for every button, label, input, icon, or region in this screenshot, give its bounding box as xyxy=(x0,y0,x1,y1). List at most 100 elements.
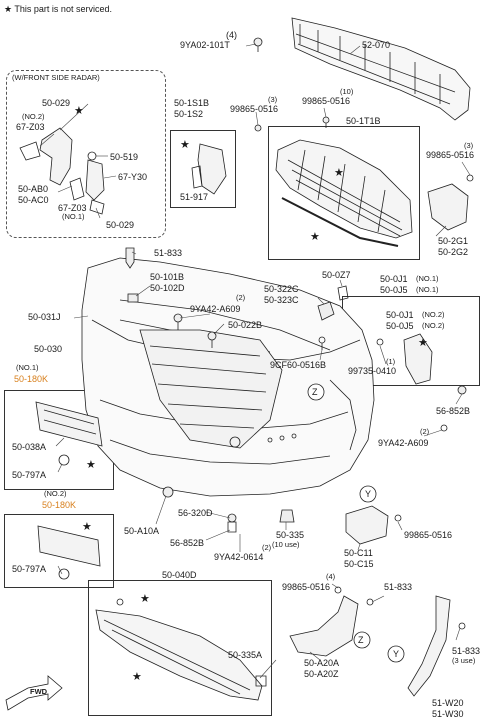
040d-box xyxy=(88,580,272,716)
license-bracket-no2 xyxy=(37,525,101,580)
label-99865b-qty: (10) xyxy=(340,87,354,96)
label-9ya42-a609a: 9YA42-A609 xyxy=(190,304,241,314)
note-text: This part is not serviced. xyxy=(14,4,112,14)
bracket-50-c11 xyxy=(345,505,402,545)
license-bracket-no1 xyxy=(35,401,103,466)
bolt-9ya42-a609-top xyxy=(173,313,183,330)
label-50-102d: 50-102D xyxy=(150,283,185,293)
star-icon: ★ xyxy=(82,521,92,533)
label-67-z03b-qty: (NO.1) xyxy=(62,212,85,221)
label-50-180k-b-qty: (NO.2) xyxy=(44,489,67,498)
label-50-0j5b-qty: (NO.2) xyxy=(422,321,445,330)
star-icon: ★ xyxy=(180,139,190,151)
label-50-1s2: 50-1S2 xyxy=(174,109,204,119)
callout-y-bottom-label: Y xyxy=(393,649,400,659)
label-99865c: 99865-0516 xyxy=(426,150,475,160)
label-9ya02-qty: (4) xyxy=(226,30,237,40)
label-50-ac0: 50-AC0 xyxy=(18,195,49,205)
nut-56-852b xyxy=(227,513,237,533)
label-67-z03a: 67-Z03 xyxy=(16,122,45,132)
callout-z-bottom-label: Z xyxy=(358,635,364,645)
label-50-031j: 50-031J xyxy=(28,312,61,322)
label-50-335a: 50-335A xyxy=(228,650,263,660)
label-50-040d: 50-040D xyxy=(162,570,197,580)
not-serviced-note: ★ This part is not serviced. xyxy=(4,4,112,15)
label-50-180k-b: 50-180K xyxy=(42,500,77,510)
label-51-w30: 51-W30 xyxy=(432,709,464,719)
star-icon: ★ xyxy=(86,459,96,471)
radar-bracket xyxy=(19,127,105,215)
label-9ya02-101t: 9YA02-101T xyxy=(180,40,230,50)
label-51-917: 51-917 xyxy=(180,192,209,202)
label-99865b: 99865-0516 xyxy=(302,96,351,106)
label-50-1s1b: 50-1S1B xyxy=(174,98,210,108)
lower-grille xyxy=(275,139,413,247)
label-99735-qty: (1) xyxy=(386,357,396,366)
label-51-833c-qty: (3 use) xyxy=(452,656,476,665)
label-50-0z7: 50-0Z7 xyxy=(322,270,351,280)
star-icon: ★ xyxy=(132,671,142,683)
label-50-a20z: 50-A20Z xyxy=(304,669,339,679)
label-50-038a: 50-038A xyxy=(12,442,47,452)
clip-50-101b xyxy=(127,293,139,303)
label-50-322c: 50-322C xyxy=(264,284,299,294)
clip-51-833-top xyxy=(125,247,135,269)
label-50-a10a: 50-A10A xyxy=(124,526,160,536)
front-side-radar-title: (W/FRONT SIDE RADAR) xyxy=(12,73,100,82)
label-50-0j1b: 50-0J1 xyxy=(386,310,414,320)
label-50-0j1: 50-0J1 xyxy=(380,274,408,284)
bolt-56-320d xyxy=(162,486,174,498)
label-50-a20a: 50-A20A xyxy=(304,658,340,668)
label-50-2g1: 50-2G1 xyxy=(438,236,469,246)
label-50-0j5b: 50-0J5 xyxy=(386,321,414,331)
label-50-c11: 50-C11 xyxy=(344,548,373,558)
label-51-833a: 51-833 xyxy=(154,248,183,258)
bracket-1s xyxy=(191,143,227,195)
label-50-2g2: 50-2G2 xyxy=(438,247,469,257)
leader-lines xyxy=(39,43,471,679)
label-99865e: 99865-0516 xyxy=(282,582,331,592)
label-99735: 99735-0410 xyxy=(348,366,397,376)
label-9ya42-0614: 9YA42-0614 xyxy=(214,552,264,562)
label-51-833c: 51-833 xyxy=(452,646,481,656)
label-50-1t1b: 50-1T1B xyxy=(346,116,381,126)
side-bracket-a20a xyxy=(289,586,374,657)
label-50-022b: 50-022B xyxy=(228,320,263,330)
clip-50-335 xyxy=(279,509,295,523)
star-icon: ★ xyxy=(418,337,428,349)
callout-z-bottom xyxy=(353,631,371,649)
label-9ya42-a609b-qty: (2) xyxy=(420,427,430,436)
label-50-180k-a-qty: (NO.1) xyxy=(16,363,39,372)
label-99865e-qty: (4) xyxy=(326,572,336,581)
label-50-030: 50-030 xyxy=(34,344,63,354)
label-9ya42-a609a-qty: (2) xyxy=(236,293,246,302)
label-99865d: 99865-0516 xyxy=(404,530,453,540)
label-56-320d: 56-320D xyxy=(178,508,213,518)
front-side-radar-box xyxy=(6,70,166,238)
label-50-029a: 50-029 xyxy=(42,98,71,108)
callout-z-top xyxy=(307,383,325,401)
bolt-9cf60 xyxy=(318,336,326,350)
fwd-arrow-icon xyxy=(5,675,63,711)
label-50-ab0: 50-AB0 xyxy=(18,184,49,194)
bracket-1s-box xyxy=(170,130,236,208)
label-99865a: 99865-0516 xyxy=(230,104,279,114)
star-icon: ★ xyxy=(74,105,84,117)
label-50-0j5-qty: (NO.1) xyxy=(416,285,439,294)
star-icon: ★ xyxy=(140,593,150,605)
label-50-029b: 50-029 xyxy=(106,220,135,230)
label-52-070: 52-070 xyxy=(362,40,391,50)
fwd-label: FWD xyxy=(30,687,48,696)
label-50-323c: 50-323C xyxy=(264,295,299,305)
label-50-519: 50-519 xyxy=(110,152,139,162)
label-50-0j5: 50-0J5 xyxy=(380,285,408,295)
star-icon: ★ xyxy=(4,4,13,14)
nut-56-852b-right xyxy=(440,385,467,432)
label-50-797a-a: 50-797A xyxy=(12,470,47,480)
bumper-fascia xyxy=(81,257,375,497)
label-67-z03a-qty: (NO.2) xyxy=(22,112,45,121)
arch-trim-w20 xyxy=(407,595,466,697)
label-50-101b: 50-101B xyxy=(150,272,185,282)
label-56-852b: 56-852B xyxy=(170,538,205,548)
